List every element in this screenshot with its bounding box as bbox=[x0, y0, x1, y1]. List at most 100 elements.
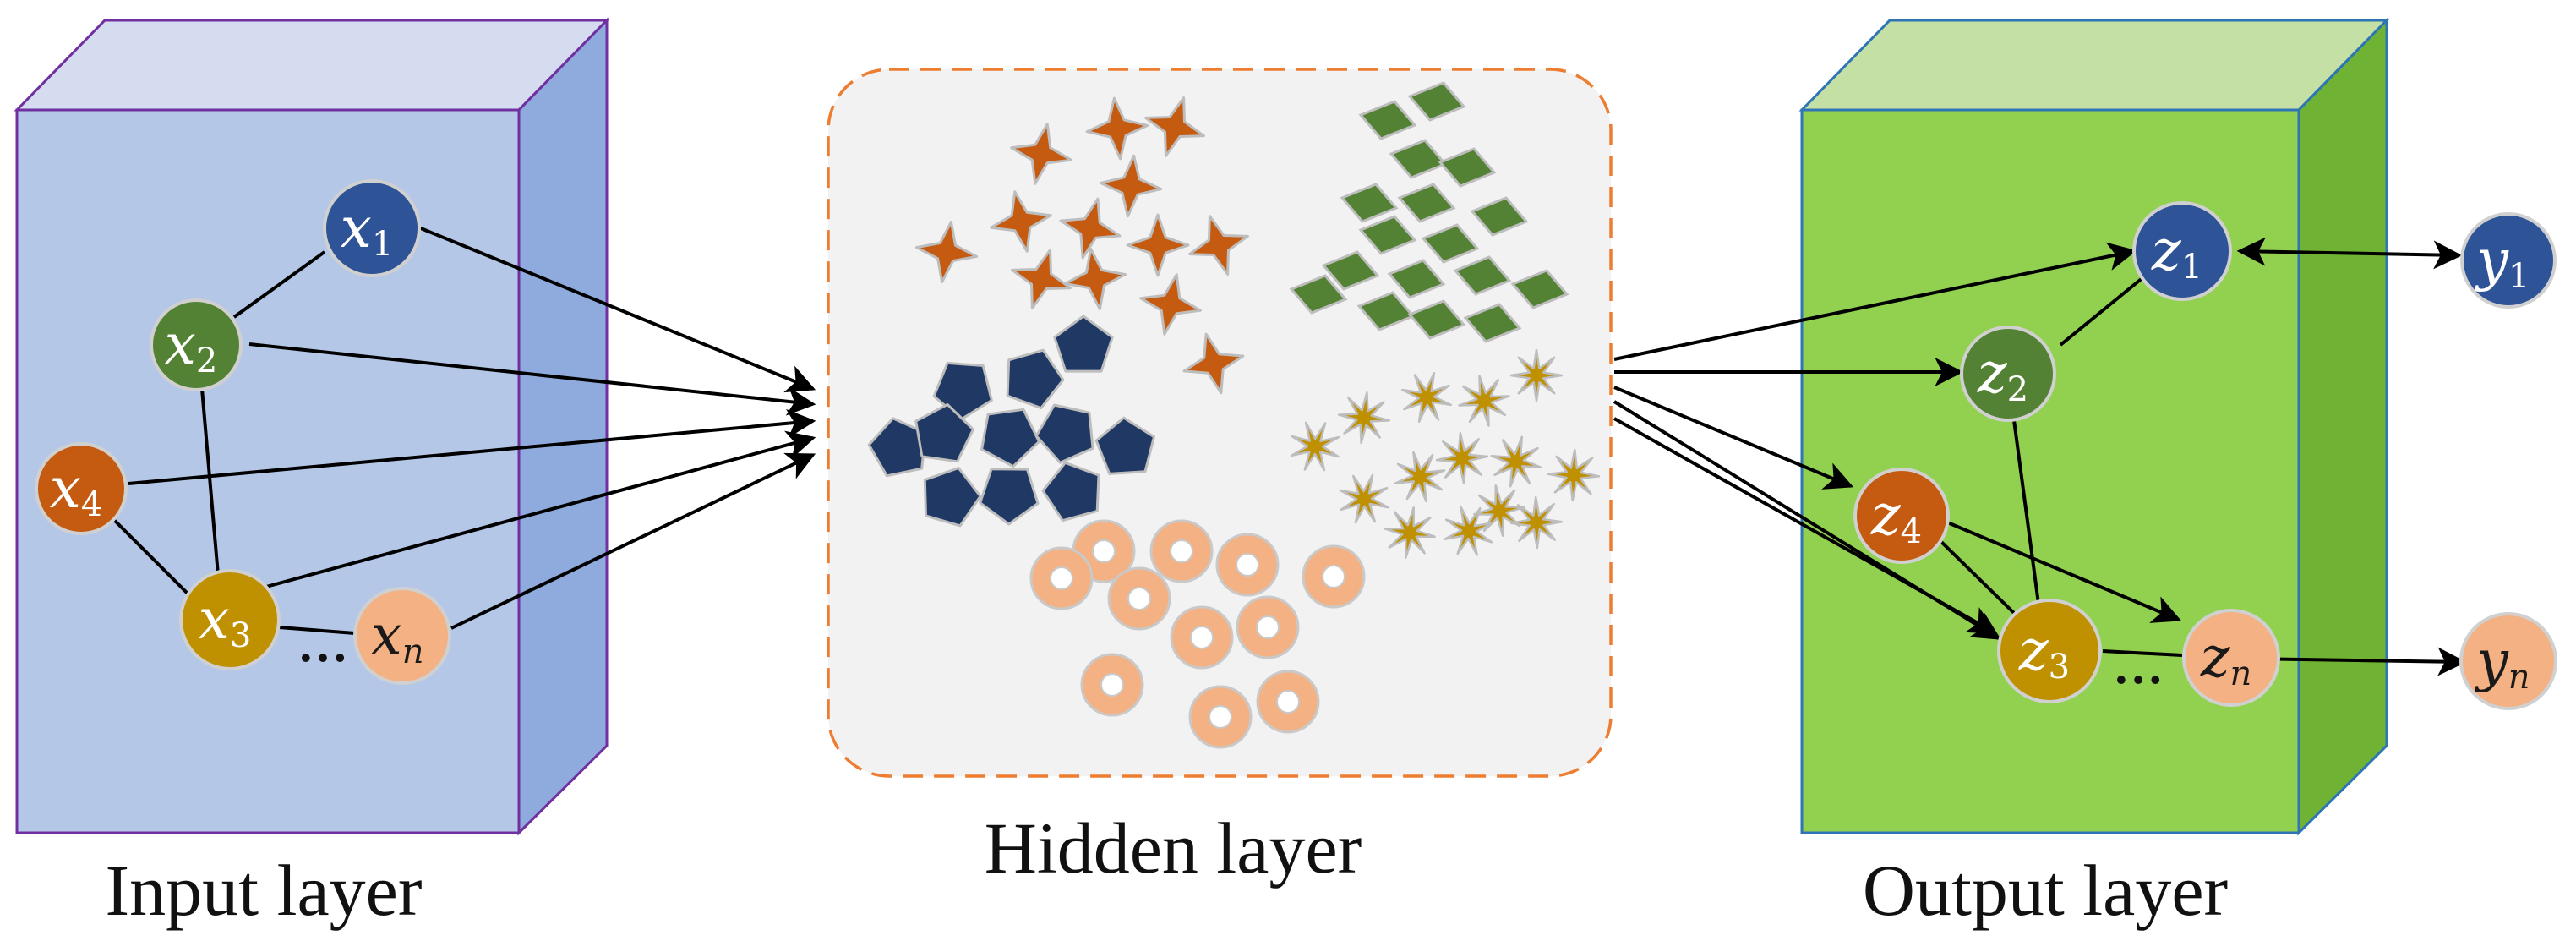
node-zn-base: z bbox=[2200, 625, 2231, 690]
ring-hole bbox=[1209, 705, 1232, 729]
arrow-x2-hidden bbox=[248, 342, 816, 416]
diamond-shape bbox=[1453, 255, 1512, 296]
node-x2-subscript: 2 bbox=[196, 342, 217, 380]
arrow-zn-yn bbox=[2245, 644, 2467, 676]
edge-x4-x3 bbox=[112, 517, 190, 596]
node-x4-base: x bbox=[50, 456, 81, 521]
node-z1-base: z bbox=[2151, 218, 2182, 283]
pentagon-shape bbox=[1006, 348, 1065, 410]
diamond-shape bbox=[1358, 215, 1417, 255]
diamond-shape bbox=[1358, 100, 1417, 140]
node-x2: x2 bbox=[150, 298, 243, 391]
ring-hole bbox=[1050, 566, 1073, 590]
arrow-z1-y1 bbox=[2236, 237, 2463, 270]
sparkle-shape bbox=[1509, 495, 1564, 550]
sparkle-shape bbox=[1444, 506, 1494, 556]
diamond-shape bbox=[1463, 303, 1522, 343]
node-z2-subscript: 2 bbox=[2007, 370, 2028, 409]
pentagon-shape bbox=[923, 467, 982, 528]
node-xn-subscript: n bbox=[402, 632, 424, 671]
node-z1-label: z1 bbox=[2151, 218, 2202, 287]
sparkle-shape bbox=[1394, 451, 1446, 503]
node-z4-circle bbox=[1853, 468, 1950, 564]
arrow-hidden-z1 bbox=[1613, 242, 2137, 361]
node-z2: z2 bbox=[1960, 326, 2056, 422]
node-x2-label: x2 bbox=[165, 312, 218, 380]
ring-hole bbox=[1170, 539, 1193, 563]
diamond-shape bbox=[1470, 196, 1529, 237]
node-y1-label: y1 bbox=[2475, 227, 2530, 296]
pentagon-shape bbox=[980, 408, 1040, 468]
node-xn-label: xn bbox=[371, 603, 424, 671]
output-box-side-face bbox=[2297, 17, 2388, 836]
arrow-xn-hidden bbox=[450, 452, 816, 630]
output-ellipsis: … bbox=[2113, 638, 2164, 694]
pentagon-shape bbox=[1053, 315, 1114, 373]
node-x3: x3 bbox=[179, 569, 281, 670]
arrow-z4-zn bbox=[1945, 520, 2182, 623]
sparkle-cluster bbox=[1290, 348, 1601, 559]
star-shape bbox=[1188, 215, 1249, 276]
pentagon-shape bbox=[1034, 403, 1094, 464]
edge-z3-zn bbox=[2102, 649, 2183, 657]
edge-x3-xn bbox=[278, 626, 356, 635]
node-x1: x1 bbox=[323, 179, 421, 277]
node-xn-circle bbox=[353, 587, 451, 685]
node-z1-subscript: 1 bbox=[2181, 248, 2202, 287]
node-yn-label: yn bbox=[2474, 628, 2530, 697]
diamond-shape bbox=[1421, 223, 1480, 264]
star-shape bbox=[1126, 213, 1190, 277]
node-z3-circle bbox=[1997, 599, 2102, 703]
star-shape bbox=[1099, 154, 1163, 218]
arrow-hidden-z3b bbox=[1613, 417, 1997, 634]
sparkle-shape bbox=[1509, 348, 1564, 402]
star-shape bbox=[1011, 249, 1072, 309]
node-yn-circle bbox=[2459, 612, 2557, 710]
edge-x2-x1 bbox=[232, 250, 326, 319]
sparkle-shape bbox=[1547, 448, 1601, 502]
node-xn: xn bbox=[353, 587, 451, 685]
sparkle-shape bbox=[1337, 391, 1391, 445]
diamond-shape bbox=[1340, 183, 1399, 223]
node-z4-base: z bbox=[1870, 483, 1902, 548]
node-x4: x4 bbox=[35, 442, 128, 535]
output-layer-box bbox=[1798, 17, 2390, 836]
diamond-shape bbox=[1407, 81, 1466, 122]
ring-hole bbox=[1322, 565, 1345, 588]
node-x1-subscript: 1 bbox=[372, 225, 393, 264]
node-x3-base: x bbox=[199, 587, 230, 652]
diamond-shape bbox=[1289, 274, 1348, 315]
output-edges bbox=[1935, 237, 2467, 676]
node-x3-label: x3 bbox=[199, 587, 252, 655]
output-box-top-face bbox=[1798, 19, 2390, 112]
diamond-shape bbox=[1510, 269, 1569, 309]
node-y1-subscript: 1 bbox=[2508, 257, 2530, 296]
node-z1: z1 bbox=[2132, 201, 2232, 301]
star-shape bbox=[1010, 123, 1072, 185]
sparkle-shape bbox=[1458, 375, 1510, 427]
node-x4-label: x4 bbox=[50, 456, 103, 524]
node-z1-circle bbox=[2132, 201, 2232, 301]
node-zn-subscript: n bbox=[2230, 654, 2252, 693]
star-shape bbox=[1139, 273, 1202, 336]
node-x2-circle bbox=[150, 298, 243, 391]
sparkle-shape bbox=[1339, 473, 1389, 524]
node-zn-circle bbox=[2182, 609, 2280, 707]
node-z3: z3 bbox=[1997, 599, 2102, 703]
arrow-x4-hidden bbox=[128, 408, 816, 485]
pentagon-shape bbox=[914, 402, 974, 463]
star-shape bbox=[1182, 332, 1245, 395]
edge-z2-z1 bbox=[2059, 276, 2145, 347]
edge-z2-z3 bbox=[2012, 419, 2040, 605]
star-cluster bbox=[914, 96, 1249, 395]
diamond-shape bbox=[1407, 299, 1466, 340]
node-yn-base: y bbox=[2474, 628, 2508, 693]
hidden-to-output-arrows bbox=[1613, 242, 2137, 640]
star-shape bbox=[1059, 197, 1122, 260]
ring-hole bbox=[1190, 626, 1214, 649]
node-x3-subscript: 3 bbox=[230, 616, 251, 655]
node-z2-label: z2 bbox=[1977, 341, 2028, 409]
node-y1-circle bbox=[2460, 212, 2557, 309]
